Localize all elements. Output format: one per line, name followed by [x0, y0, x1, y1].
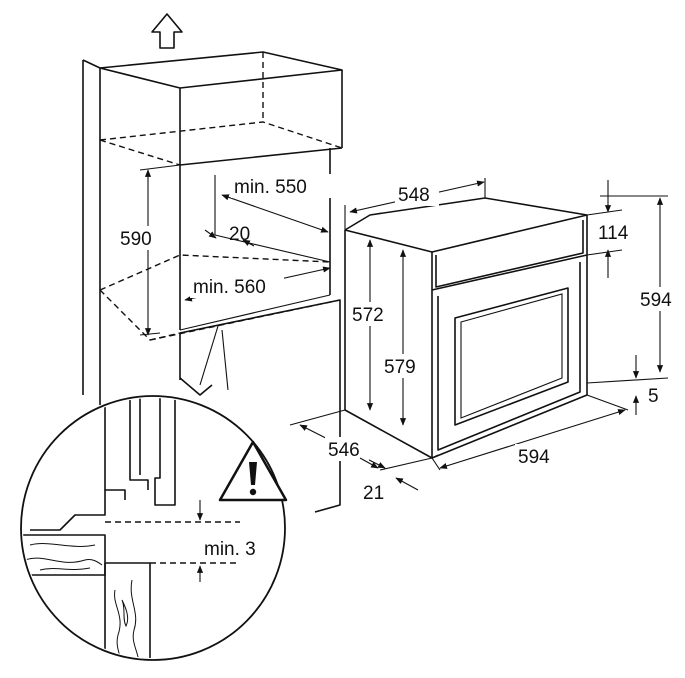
- dimension-niche-depth: min. 550: [221, 174, 331, 233]
- dimension-door-depth: 21: [359, 457, 433, 504]
- label-21: 21: [363, 483, 384, 504]
- upward-arrow-icon: [151, 13, 183, 49]
- label-5: 5: [648, 386, 659, 407]
- label-min-550: min. 550: [234, 177, 307, 198]
- dimension-oven-height-572: 572: [349, 239, 393, 411]
- label-20: 20: [229, 224, 250, 245]
- warning-triangle-icon: [218, 440, 288, 502]
- label-572: 572: [352, 305, 384, 326]
- dimension-niche-width: min. 560: [184, 266, 331, 302]
- dimension-oven-height-front: 594: [600, 195, 681, 373]
- dimension-oven-height-579: 579: [381, 249, 425, 426]
- label-min-560: min. 560: [193, 277, 266, 298]
- dimension-oven-width-top: 548: [344, 178, 486, 230]
- dimension-oven-depth: 546: [289, 409, 386, 469]
- oven: [344, 197, 588, 459]
- label-546: 546: [328, 440, 360, 461]
- label-min-3: min. 3: [204, 539, 256, 560]
- label-590: 590: [120, 229, 152, 250]
- label-114: 114: [598, 223, 629, 244]
- label-594-height: 594: [640, 290, 672, 311]
- dimension-base-offset: 5: [586, 355, 669, 415]
- dimension-oven-width-front: 594: [431, 394, 629, 471]
- dimension-niche-gap: 20: [204, 224, 255, 247]
- label-579: 579: [384, 357, 416, 378]
- dimension-panel-height: 114: [586, 180, 629, 278]
- detail-zoom-circle: min. 3: [20, 377, 286, 661]
- label-548: 548: [398, 185, 430, 206]
- label-594-front: 594: [518, 447, 550, 468]
- dimension-niche-height: 590: [117, 164, 181, 336]
